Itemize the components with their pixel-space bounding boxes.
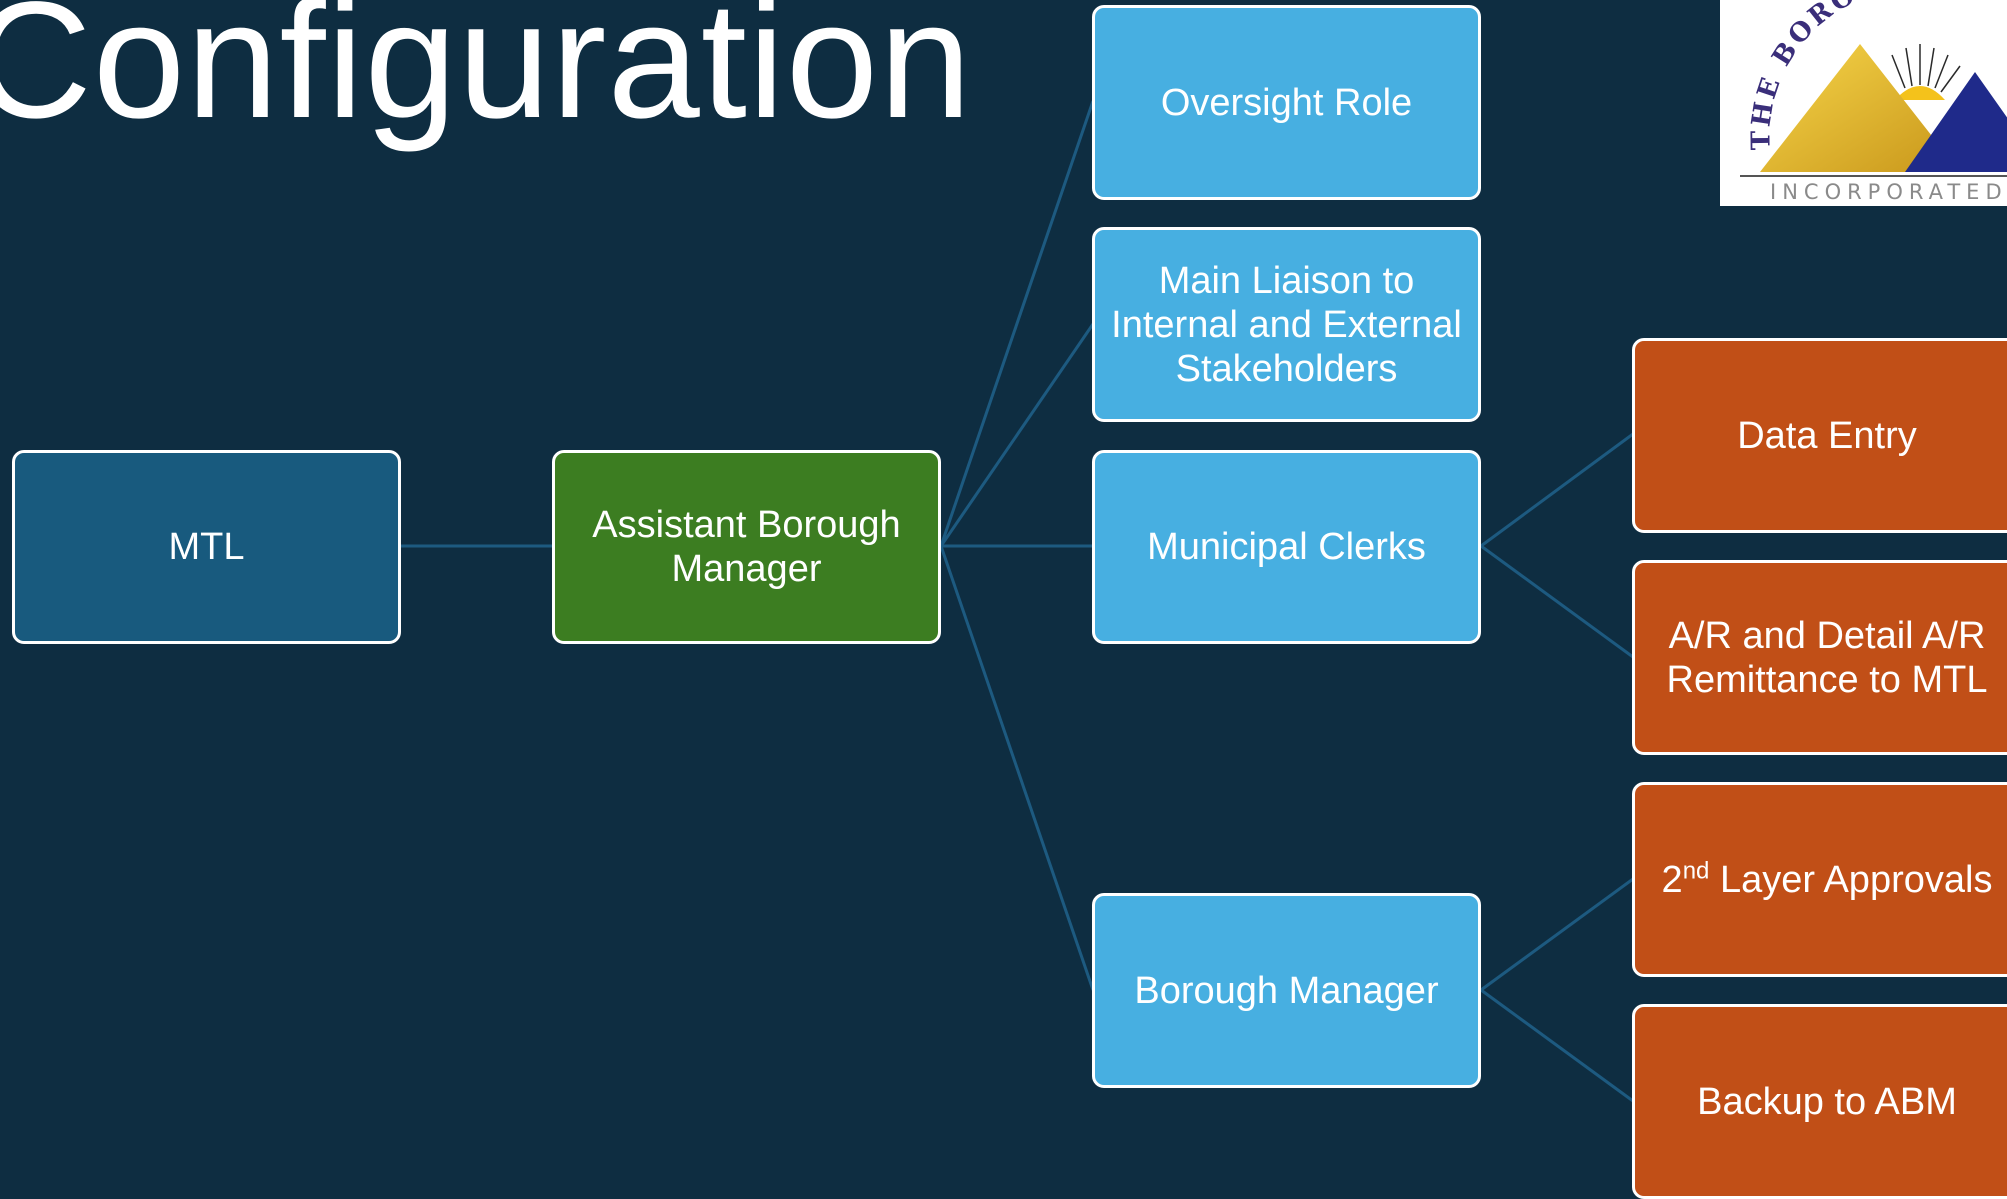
node-municipal-clerks: Municipal Clerks xyxy=(1092,450,1481,644)
borough-logo: THE BOROUGH OF D INCORPORATED xyxy=(1720,0,2007,206)
node-oversight-role: Oversight Role xyxy=(1092,5,1481,200)
node-oversight-label: Oversight Role xyxy=(1160,81,1413,124)
node-backup-label: Backup to ABM xyxy=(1697,1080,1957,1123)
logo-incorporated-text: INCORPORATED xyxy=(1770,180,2007,204)
connector-abm-oversight xyxy=(939,100,1095,547)
node-manager-label: Borough Manager xyxy=(1134,969,1439,1012)
approvals-text: Layer Approvals xyxy=(1709,858,1993,901)
node-data-entry: Data Entry xyxy=(1632,338,2007,533)
slide-title: Configuration xyxy=(0,0,973,153)
node-mtl: MTL xyxy=(12,450,401,644)
connector-clerks-dataentry xyxy=(1480,432,1634,548)
connector-abm-manager xyxy=(939,545,1095,991)
borough-seal-graphic: THE BOROUGH OF D xyxy=(1720,0,2007,177)
node-main-liaison: Main Liaison to Internal and External St… xyxy=(1092,227,1481,422)
connector-abm-liaison xyxy=(939,323,1095,547)
node-abm-label: Assistant Borough Manager xyxy=(592,504,901,590)
node-mtl-label: MTL xyxy=(168,526,245,568)
node-approvals-label: 2nd Layer Approvals xyxy=(1662,858,1993,902)
connector-clerks-ar xyxy=(1480,544,1634,659)
node-liaison-label: Main Liaison to Internal and External St… xyxy=(1111,259,1462,390)
node-data-entry-label: Data Entry xyxy=(1737,414,1917,457)
node-assistant-borough-manager: Assistant Borough Manager xyxy=(552,450,941,644)
node-ar-remittance: A/R and Detail A/R Remittance to MTL xyxy=(1632,560,2007,755)
connector-manager-approvals xyxy=(1480,877,1634,992)
connector-manager-backup xyxy=(1480,988,1634,1103)
node-backup-to-abm: Backup to ABM xyxy=(1632,1004,2007,1199)
node-ar-label: A/R and Detail A/R Remittance to MTL xyxy=(1666,614,1988,701)
node-clerks-label: Municipal Clerks xyxy=(1147,526,1426,568)
node-second-layer-approvals: 2nd Layer Approvals xyxy=(1632,782,2007,977)
node-borough-manager: Borough Manager xyxy=(1092,893,1481,1088)
approvals-ordinal: nd xyxy=(1682,856,1710,884)
approvals-number: 2 xyxy=(1661,858,1683,901)
